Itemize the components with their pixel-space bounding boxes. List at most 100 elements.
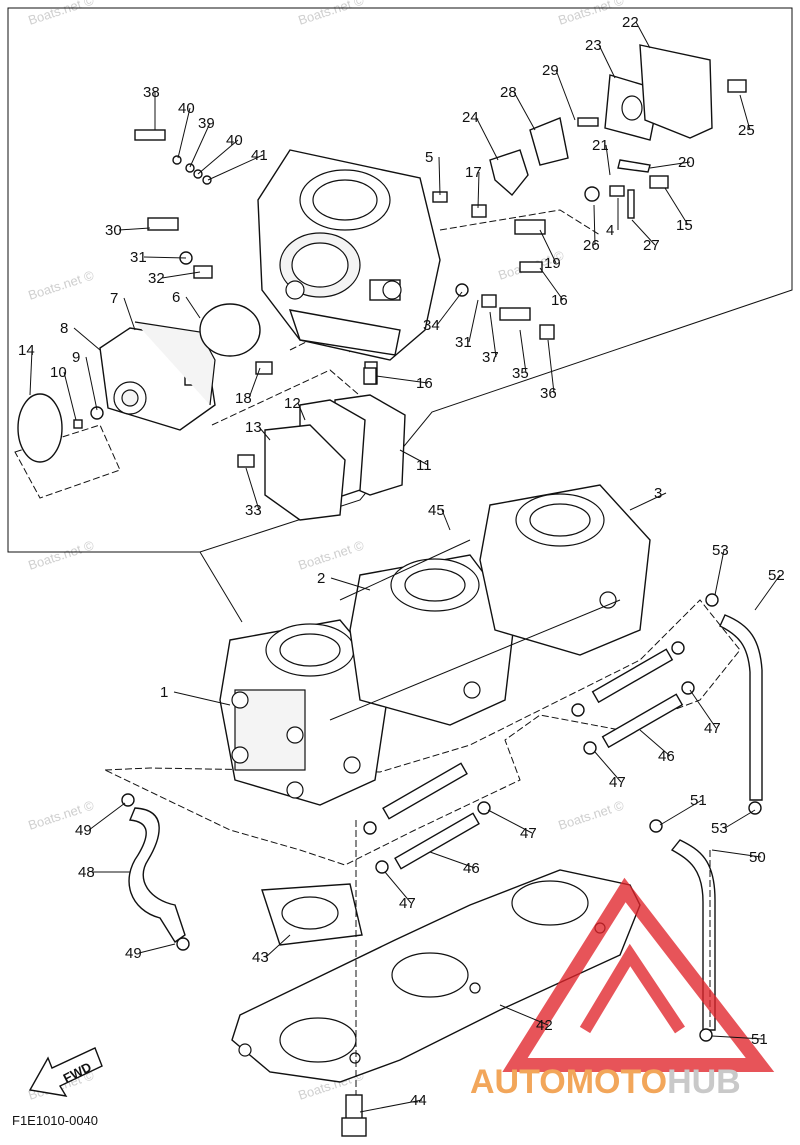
leader-line: [245, 467, 260, 511]
callout-label-47: 47: [609, 774, 626, 791]
leader-line: [468, 299, 479, 343]
leader-line: [739, 94, 751, 131]
carburetor-1: [219, 619, 391, 806]
spring-37: [481, 294, 497, 308]
hose-52: [719, 614, 763, 801]
pump-cover-detail: [99, 321, 216, 431]
leader-line: [429, 851, 476, 869]
screw-18: [255, 361, 273, 375]
callout-label-8: 8: [60, 320, 68, 337]
leader-line: [711, 1035, 764, 1040]
callout-label-51: 51: [690, 792, 707, 809]
callout-label-42: 42: [536, 1017, 553, 1034]
leader-line: [594, 751, 622, 783]
callout-label-28: 28: [500, 84, 517, 101]
cover-23: [639, 44, 713, 139]
clamps: [121, 593, 762, 1042]
hose-46b: [394, 812, 480, 870]
screw-38: [134, 129, 166, 141]
brand-text: AUTOMOTOHUB: [470, 1063, 741, 1101]
jet-16a: [519, 261, 543, 273]
leader-line: [384, 871, 412, 904]
pin-20: [617, 159, 651, 173]
spring-39: [185, 163, 195, 173]
hose-46a: [382, 762, 468, 820]
callout-label-53: 53: [712, 542, 729, 559]
callout-label-7: 7: [110, 290, 118, 307]
screw-30: [147, 217, 179, 231]
leader-line: [724, 809, 756, 829]
gasket-14: [17, 393, 63, 463]
callout-label-38: 38: [143, 84, 160, 101]
callout-label-48: 48: [78, 864, 95, 881]
callout-label-3: 3: [654, 485, 662, 502]
callout-label-40: 40: [226, 132, 243, 149]
leader-line: [85, 356, 98, 411]
callout-leaders: [29, 21, 781, 1113]
callout-label-50: 50: [749, 849, 766, 866]
callout-label-47: 47: [704, 720, 721, 737]
leader-line: [438, 156, 441, 196]
leader-line: [555, 69, 576, 121]
callout-label-49: 49: [125, 945, 142, 962]
callout-label-43: 43: [252, 949, 269, 966]
callout-label-12: 12: [284, 395, 301, 412]
washer-9: [90, 406, 104, 420]
callout-label-15: 15: [676, 217, 693, 234]
jet-17: [471, 204, 487, 218]
callout-label-17: 17: [465, 164, 482, 181]
lever-28: [529, 117, 569, 166]
callout-label-10: 10: [50, 364, 67, 381]
leader-line: [477, 171, 480, 209]
callout-label-39: 39: [198, 115, 215, 132]
leader-line: [63, 371, 77, 421]
cap-36: [539, 324, 555, 340]
leader-line: [629, 492, 667, 511]
leader-line: [711, 849, 762, 858]
leader-line: [441, 509, 451, 531]
callout-label-35: 35: [512, 365, 529, 382]
screw-35: [499, 307, 531, 321]
leader-line: [539, 229, 557, 264]
leader-line: [631, 219, 656, 246]
watermark-text: Boats.net ©: [296, 537, 366, 572]
leader-line: [185, 296, 201, 319]
leader-line: [489, 311, 497, 358]
oring-34: [455, 283, 469, 297]
detail-exploded-carburetor: [14, 44, 747, 521]
callout-label-53: 53: [711, 820, 728, 837]
leader-line: [598, 44, 616, 79]
leader-line: [475, 116, 499, 161]
screw-29: [577, 117, 599, 127]
screw-4: [609, 185, 625, 197]
watermark-text: Boats.net ©: [26, 0, 96, 28]
leader-line: [123, 297, 136, 331]
washer-26: [584, 186, 600, 202]
leader-line: [539, 267, 564, 301]
callout-label-30: 30: [105, 222, 122, 239]
callout-label-41: 41: [251, 147, 268, 164]
washer-40a: [172, 155, 182, 165]
leader-line: [143, 256, 187, 259]
leader-line: [487, 809, 533, 834]
leader-line: [161, 271, 201, 279]
leader-line: [248, 367, 261, 399]
leader-line: [118, 227, 151, 231]
callout-label-20: 20: [678, 154, 695, 171]
callout-label-5: 5: [425, 149, 433, 166]
callout-label-47: 47: [399, 895, 416, 912]
intake-manifold-42: [231, 869, 641, 1083]
callout-label-4: 4: [606, 222, 614, 239]
leader-line: [173, 691, 231, 706]
spring-32: [193, 265, 213, 279]
leader-line: [513, 91, 536, 131]
leader-line: [714, 549, 725, 596]
callout-label-33: 33: [245, 502, 262, 519]
jet-16b: [363, 367, 377, 385]
watermark-text: Boats.net ©: [26, 267, 96, 302]
callout-label-31: 31: [130, 249, 147, 266]
leader-line: [177, 107, 191, 159]
